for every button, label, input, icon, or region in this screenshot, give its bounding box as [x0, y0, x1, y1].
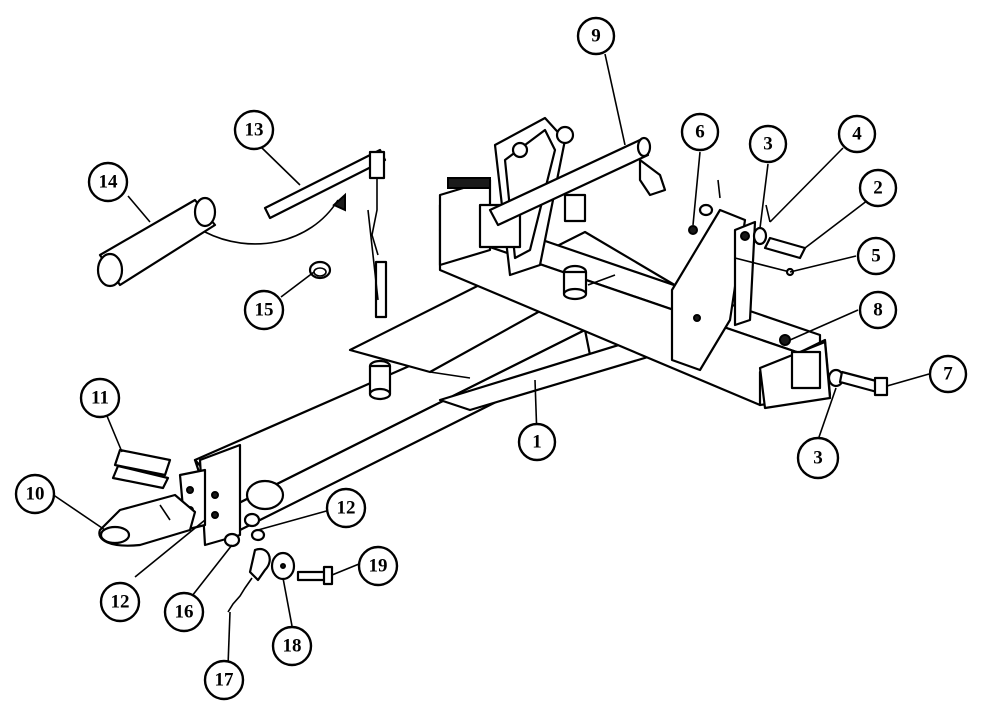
- svg-text:19: 19: [369, 556, 388, 577]
- jack-mount-tube: [368, 359, 392, 401]
- clevis-hitch: [98, 493, 197, 547]
- callout-13: 13: [233, 109, 275, 151]
- nut-16: [223, 532, 241, 548]
- svg-text:12: 12: [111, 592, 130, 613]
- safety-chain-hook: [227, 547, 271, 613]
- callout-12-left: 12: [99, 581, 141, 623]
- svg-text:2: 2: [873, 178, 883, 199]
- hitch-bolt: [734, 257, 795, 277]
- callout-17: 17: [203, 659, 245, 701]
- callout-1: 1: [517, 422, 557, 462]
- lynch-clip: [765, 204, 771, 223]
- callout-8: 8: [858, 290, 898, 330]
- callout-16: 16: [163, 591, 205, 633]
- svg-text:17: 17: [215, 670, 235, 691]
- jack-stand: [263, 148, 388, 319]
- right-hitch-tower: [670, 208, 757, 372]
- callout-4: 4: [837, 114, 877, 154]
- retainer-ring: [308, 260, 332, 280]
- gusset-pin-sleeve: [562, 264, 616, 301]
- svg-text:12: 12: [337, 498, 356, 519]
- svg-text:6: 6: [695, 122, 705, 143]
- svg-text:11: 11: [91, 388, 109, 409]
- nut-6: [688, 179, 721, 235]
- callout-15: 15: [243, 289, 285, 331]
- hitch-pin: [763, 236, 807, 260]
- nut-8: [779, 334, 791, 346]
- callout-7: 7: [928, 354, 968, 394]
- svg-text:14: 14: [99, 172, 119, 193]
- bolt-7: [838, 370, 889, 397]
- svg-text:18: 18: [283, 636, 302, 657]
- svg-text:9: 9: [591, 26, 601, 47]
- callout-10: 10: [14, 473, 56, 515]
- callout-2: 2: [858, 168, 898, 208]
- washer-upper: [752, 226, 768, 246]
- nuts-12: [243, 512, 266, 542]
- callout-18: 18: [271, 625, 313, 667]
- svg-text:1: 1: [532, 432, 542, 453]
- bolt-19: [296, 565, 334, 586]
- svg-text:4: 4: [852, 124, 862, 145]
- jack-tube: [96, 192, 346, 288]
- callout-5: 5: [856, 236, 896, 276]
- svg-text:10: 10: [26, 484, 45, 505]
- callout-9: 9: [576, 16, 616, 56]
- callout-12-right: 12: [325, 487, 367, 529]
- callout-14: 14: [87, 161, 129, 203]
- callout-19: 19: [357, 545, 399, 587]
- svg-text:5: 5: [871, 246, 881, 267]
- spacer-plates: [111, 448, 172, 490]
- washer-18: [270, 551, 296, 581]
- callout-3-lower: 3: [796, 436, 840, 480]
- tongue-frame: [193, 177, 832, 532]
- callout-6: 6: [680, 112, 720, 152]
- svg-text:8: 8: [873, 300, 883, 321]
- svg-text:3: 3: [763, 134, 773, 155]
- svg-text:13: 13: [245, 120, 264, 141]
- callout-11: 11: [79, 377, 121, 419]
- top-link-bar: [488, 136, 667, 227]
- svg-text:3: 3: [813, 448, 823, 469]
- svg-text:7: 7: [943, 364, 953, 385]
- callout-3-upper: 3: [748, 124, 788, 164]
- svg-text:16: 16: [175, 602, 194, 623]
- callout-leaders: [51, 53, 930, 667]
- svg-text:15: 15: [255, 300, 274, 321]
